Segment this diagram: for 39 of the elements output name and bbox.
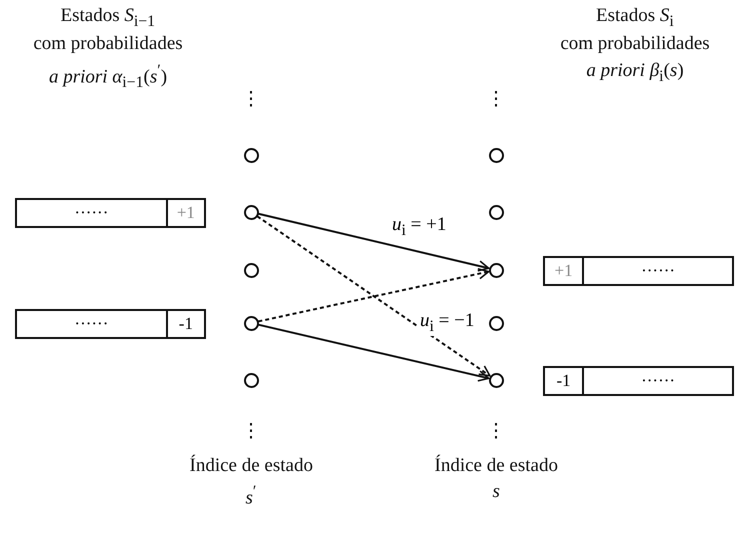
- ellipsis: ······: [582, 258, 732, 284]
- state-circle: [488, 204, 504, 220]
- state-circle: [488, 372, 504, 388]
- edge-label: u$_{i}$ = −1: [418, 312, 476, 336]
- vertical-ellipsis: ⋮: [486, 88, 506, 112]
- register-box: [543, 366, 734, 396]
- register-box: [15, 198, 206, 228]
- state-circle: [244, 262, 258, 278]
- arrow: [258, 268, 490, 322]
- vertical-ellipsis: ⋮: [242, 88, 260, 112]
- register-box: [543, 256, 734, 286]
- axis-caption: Índice de estado: [190, 454, 313, 478]
- state-variable: s$^{′}$: [246, 482, 256, 510]
- state-description: com probabilidades a priori α$_{i−1}$(s$^{′}$): [33, 32, 183, 94]
- state-circle: [488, 148, 504, 162]
- ellipsis: ······: [582, 368, 732, 394]
- arrow: [258, 212, 490, 272]
- ellipsis: ······: [73, 313, 110, 335]
- bit-value: -1: [166, 311, 204, 337]
- state-heading: Estados S$_{i}$: [596, 4, 674, 32]
- state-circle: [488, 262, 504, 278]
- bit-value: +1: [166, 200, 204, 226]
- state-circle: [244, 148, 258, 162]
- state-description: com probabilidades a priori β$_{i}$(s): [560, 32, 710, 87]
- axis-caption: Índice de estado: [434, 454, 558, 478]
- arrow: [258, 324, 490, 382]
- bit-value: -1: [556, 370, 572, 392]
- bit-value: +1: [554, 260, 574, 282]
- state-heading: Estados S$_{i−1}$: [60, 4, 156, 32]
- state-variable: s: [492, 480, 500, 504]
- register-box: [15, 309, 206, 339]
- vertical-ellipsis: ⋮: [486, 420, 506, 444]
- ellipsis: ······: [73, 202, 110, 224]
- state-circle: [244, 372, 258, 388]
- arrow: [256, 215, 491, 377]
- state-circle: [244, 204, 258, 220]
- state-circle: [488, 316, 504, 330]
- state-circle: [244, 316, 258, 330]
- vertical-ellipsis: ⋮: [242, 420, 260, 444]
